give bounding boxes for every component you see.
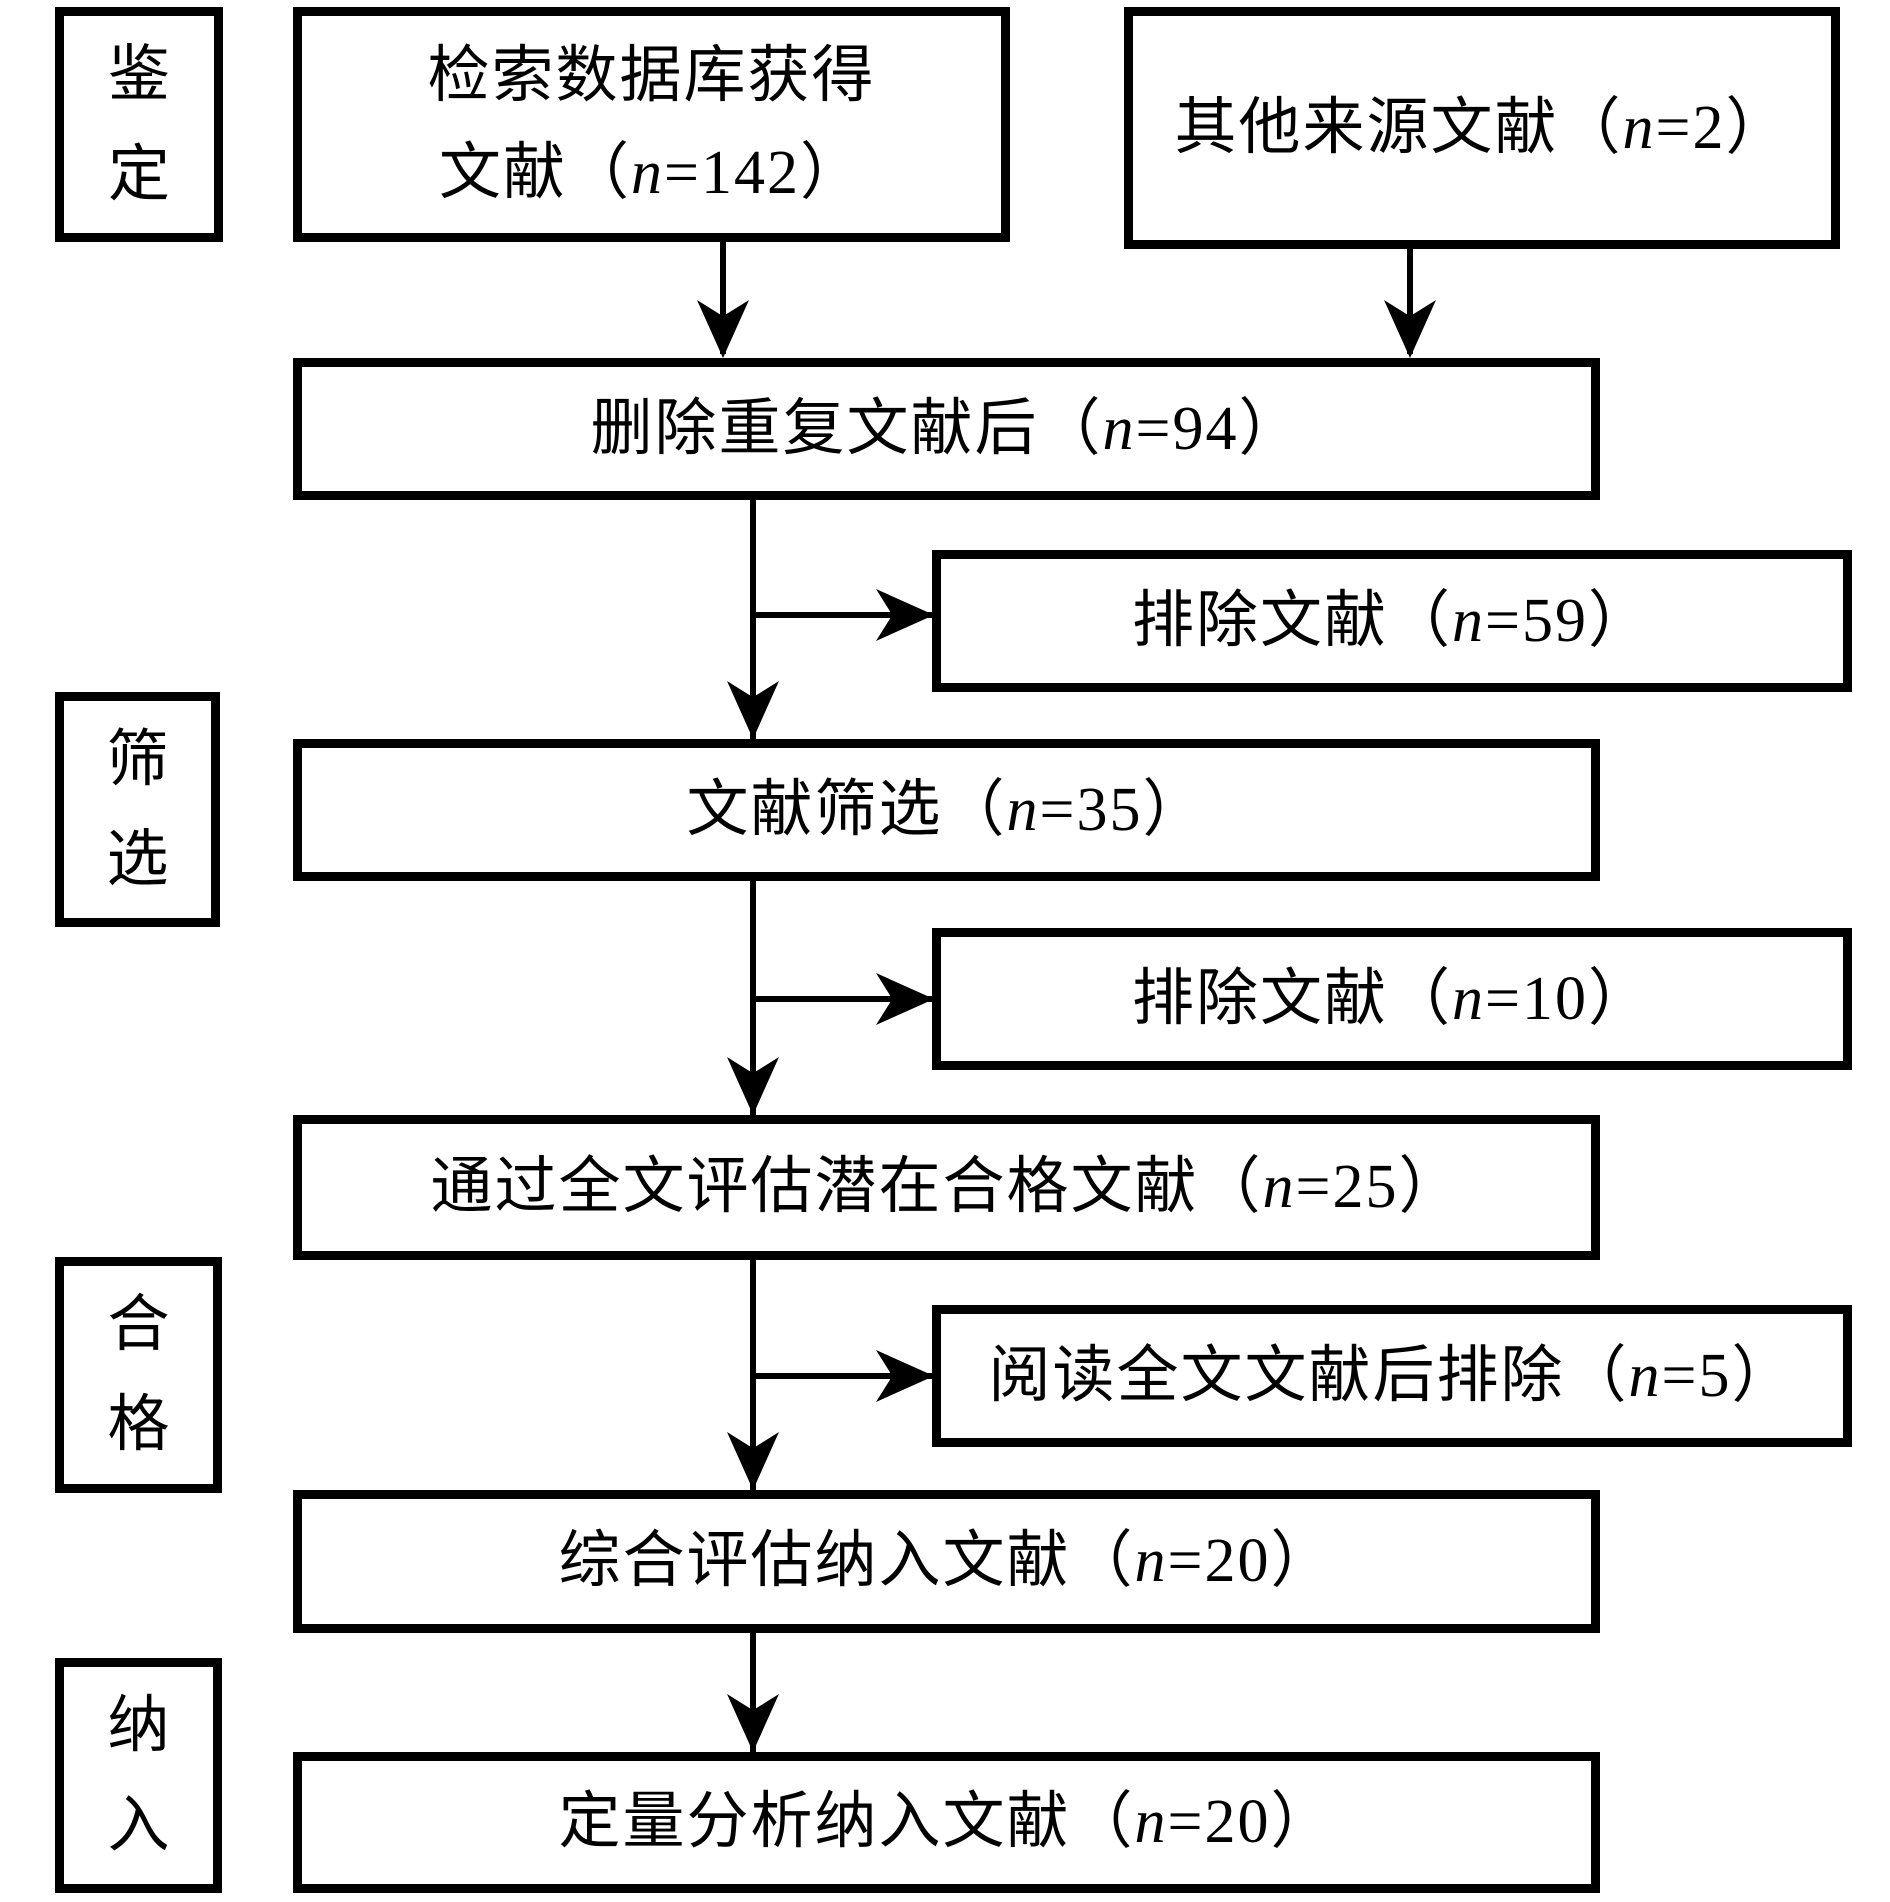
stage-label-included-text: 纳入 xyxy=(107,1691,170,1860)
stage-label-screening-text: 筛选 xyxy=(106,725,169,894)
box-excluded-fulltext-text: 阅读全文文献后排除（n=5） xyxy=(988,1341,1796,1410)
box-fulltext-assessed: 通过全文评估潜在合格文献（n=25） xyxy=(293,1115,1600,1260)
box-included-comprehensive-text: 综合评估纳入文献（n=20） xyxy=(558,1527,1335,1596)
stage-label-identification: 鉴定 xyxy=(55,7,223,242)
branch-line-to-excluded-fulltext xyxy=(753,1373,932,1379)
stage-label-identification-text: 鉴定 xyxy=(107,40,170,209)
arrow-line-dedup-to-screening xyxy=(750,498,756,739)
box-included-quantitative: 定量分析纳入文献（n=20） xyxy=(293,1752,1600,1893)
box-excluded-fulltext: 阅读全文文献后排除（n=5） xyxy=(932,1305,1852,1447)
stage-label-eligibility-text: 合格 xyxy=(107,1291,170,1459)
box-database-search-line1: 检索数据库获得 xyxy=(427,41,876,110)
box-fulltext-assessed-text: 通过全文评估潜在合格文献（n=25） xyxy=(430,1153,1463,1222)
box-database-search-line2: 文献（n=142） xyxy=(439,138,864,207)
arrow-line-othersources-to-dedup xyxy=(1407,249,1413,354)
box-included-comprehensive: 综合评估纳入文献（n=20） xyxy=(293,1490,1600,1633)
branch-line-to-excluded-10 xyxy=(753,996,932,1002)
box-screening: 文献筛选（n=35） xyxy=(293,739,1600,881)
box-database-search: 检索数据库获得 文献（n=142） xyxy=(293,7,1010,242)
box-after-dedup-text: 删除重复文献后（n=94） xyxy=(590,394,1303,463)
arrow-line-dbsearch-to-dedup xyxy=(720,242,726,354)
box-excluded-after-dedup: 排除文献（n=59） xyxy=(932,550,1852,692)
branch-line-to-excluded-59 xyxy=(753,612,932,618)
arrow-line-comprehensive-to-quantitative xyxy=(750,1631,756,1752)
stage-label-included: 纳入 xyxy=(55,1658,222,1893)
box-screening-text: 文献筛选（n=35） xyxy=(686,775,1207,844)
box-other-sources: 其他来源文献（n=2） xyxy=(1124,7,1840,249)
box-after-dedup: 删除重复文献后（n=94） xyxy=(293,358,1600,500)
stage-label-eligibility: 合格 xyxy=(55,1257,222,1493)
box-included-quantitative-text: 定量分析纳入文献（n=20） xyxy=(558,1788,1335,1857)
box-excluded-after-dedup-text: 排除文献（n=59） xyxy=(1132,586,1652,655)
box-excluded-screening: 排除文献（n=10） xyxy=(932,928,1852,1070)
stage-label-screening: 筛选 xyxy=(55,692,220,927)
box-excluded-screening-text: 排除文献（n=10） xyxy=(1132,964,1652,1033)
box-other-sources-text: 其他来源文献（n=2） xyxy=(1174,93,1790,162)
